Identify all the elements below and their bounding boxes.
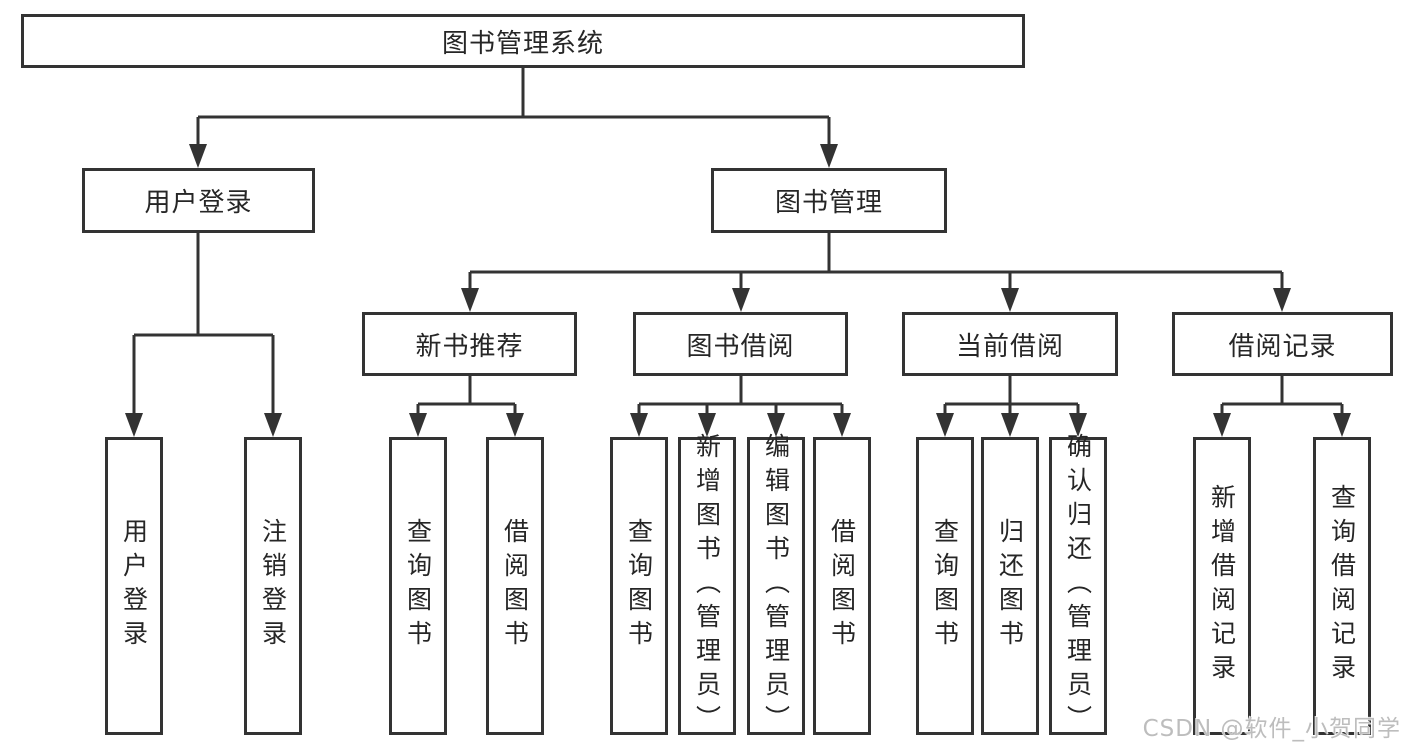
leaf-return-book: 归还图书 <box>981 437 1039 735</box>
node-root-label: 图书管理系统 <box>441 28 604 59</box>
node-root-system: 图书管理系统 <box>21 14 1025 68</box>
node-user-login-branch: 用户登录 <box>82 168 315 233</box>
arrowheads <box>125 144 1351 437</box>
leaf-add-borrow-record-label: 新增借阅记录 <box>1207 484 1237 688</box>
node-borrow-records: 借阅记录 <box>1172 312 1393 376</box>
leaf-query-borrow-record-label: 查询借阅记录 <box>1327 484 1357 688</box>
leaf-logout-label: 注销登录 <box>258 518 288 654</box>
leaf-edit-book-admin-label: 编辑图书（管理员） <box>761 433 791 739</box>
leaf-query-books-current: 查询图书 <box>916 437 974 735</box>
node-new-book-recommend: 新书推荐 <box>362 312 577 376</box>
leaf-query-books-borrow-label: 查询图书 <box>624 518 654 654</box>
node-book-management-label: 图书管理 <box>774 188 883 218</box>
node-new-book-recommend-label: 新书推荐 <box>415 331 524 362</box>
leaf-add-book-admin: 新增图书（管理员） <box>678 433 736 739</box>
node-borrow-records-label: 借阅记录 <box>1228 331 1337 362</box>
leaf-query-books-recommend: 查询图书 <box>389 437 447 735</box>
node-book-borrow-label: 图书借阅 <box>686 331 795 362</box>
leaf-confirm-return-admin-label: 确认归还（管理员） <box>1063 433 1093 739</box>
leaf-query-borrow-record: 查询借阅记录 <box>1313 437 1371 735</box>
leaf-edit-book-admin: 编辑图书（管理员） <box>747 433 805 739</box>
leaf-query-books-recommend-label: 查询图书 <box>403 518 433 654</box>
leaf-user-login-label: 用户登录 <box>119 518 149 654</box>
leaf-user-login: 用户登录 <box>105 437 163 735</box>
csdn-watermark: CSDN @软件_小贺同学 <box>1142 716 1401 742</box>
leaf-add-borrow-record: 新增借阅记录 <box>1193 437 1251 735</box>
node-current-borrow: 当前借阅 <box>902 312 1118 376</box>
leaf-borrow-books-recommend: 借阅图书 <box>486 437 544 735</box>
leaf-query-books-current-label: 查询图书 <box>930 518 960 654</box>
leaf-return-book-label: 归还图书 <box>995 518 1025 654</box>
node-user-login-branch-label: 用户登录 <box>144 188 253 218</box>
leaf-confirm-return-admin: 确认归还（管理员） <box>1049 433 1107 739</box>
leaf-borrow-books-borrow-label: 借阅图书 <box>827 518 857 654</box>
leaf-query-books-borrow: 查询图书 <box>610 437 668 735</box>
leaf-add-book-admin-label: 新增图书（管理员） <box>692 433 722 739</box>
leaf-logout: 注销登录 <box>244 437 302 735</box>
node-book-management: 图书管理 <box>711 168 947 233</box>
node-book-borrow: 图书借阅 <box>633 312 848 376</box>
leaf-borrow-books-borrow: 借阅图书 <box>813 437 871 735</box>
leaf-borrow-books-recommend-label: 借阅图书 <box>500 518 530 654</box>
node-current-borrow-label: 当前借阅 <box>955 331 1064 362</box>
